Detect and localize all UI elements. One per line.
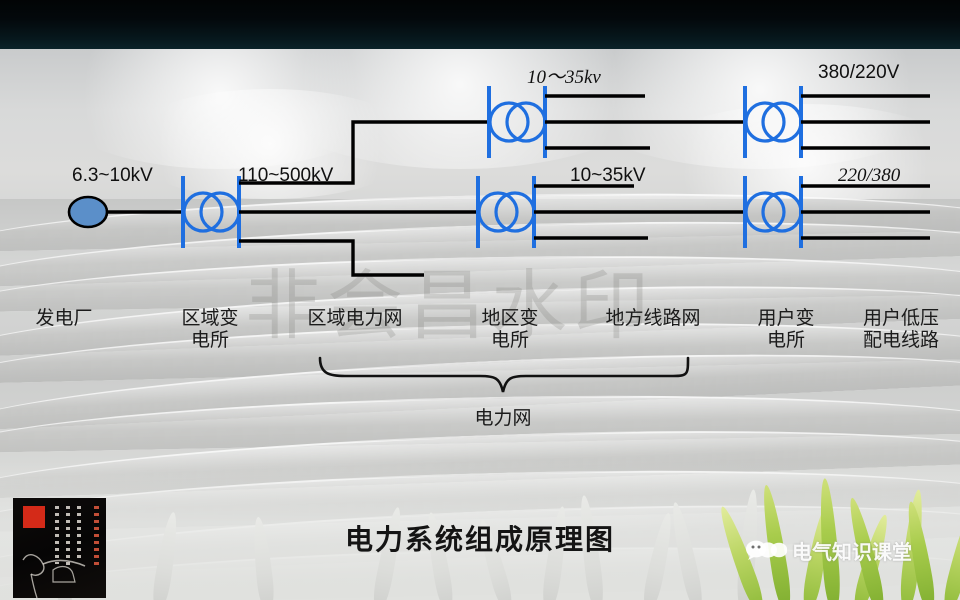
wechat-watermark: 电气知识课堂: [745, 536, 912, 565]
regional-upper-line: [239, 120, 489, 185]
brush-strokes-icon: [22, 554, 86, 598]
consumer-substation-transformer-upper: [743, 84, 803, 160]
node-label-power-plant: 发电厂: [35, 308, 93, 329]
node-label-line1: 地区变: [481, 308, 539, 329]
voltage-label-district-lower: 10~35kV: [570, 165, 646, 186]
node-label-line2: 电所: [490, 330, 529, 352]
wechat-account-name: 电气知识课堂: [792, 542, 912, 564]
node-label-line1: 区域变: [181, 308, 239, 329]
regional-grid-lines: [239, 120, 489, 277]
regional-lower-line: [239, 239, 424, 277]
top-dark-bar: [0, 0, 960, 49]
voltage-label-consumer-lower: 220/380: [838, 165, 901, 186]
node-label-consumer-substation: 用户变电所: [744, 308, 828, 353]
node-label-line1: 用户低压: [862, 308, 939, 329]
generator-branch: [67, 195, 183, 229]
node-label-regional-grid: 区域电力网: [307, 308, 403, 329]
wechat-icon: [746, 540, 787, 560]
regional-substation-transformer: [181, 174, 241, 250]
foreground-foliage: [0, 460, 960, 600]
power-network-brace: [318, 356, 690, 393]
consumer-lower-outputs: [801, 184, 930, 240]
district-upper-outputs: [545, 94, 745, 150]
cloud-shape: [120, 89, 420, 199]
voltage-label-consumer-upper: 380/220V: [818, 62, 900, 83]
district-substation-transformer-lower: [476, 174, 536, 250]
red-seal-icon: [23, 506, 45, 528]
chinese-painting-stamp: [13, 498, 106, 598]
node-label-local-line-network: 地方线路网: [605, 308, 701, 329]
node-label-line2: 配电线路: [862, 330, 939, 352]
node-label-line2: 电所: [766, 330, 805, 352]
voltage-label-district-upper: 10～35kv: [527, 67, 601, 88]
brace-label-power-network: 电力网: [474, 408, 532, 429]
page-title: 电力系统组成原理图: [344, 524, 615, 555]
node-label-line2: 电所: [190, 330, 229, 352]
generator-symbol: [67, 195, 109, 229]
node-label-district-substation: 地区变电所: [468, 308, 552, 353]
district-substation-transformer-upper: [487, 84, 547, 160]
consumer-substation-transformer-lower: [743, 174, 803, 250]
node-label-line1: 用户变: [757, 308, 815, 329]
voltage-label-generator: 6.3~10kV: [72, 165, 153, 186]
node-label-regional-substation: 区域变电所: [168, 308, 252, 353]
voltage-label-regional-bus: 110~500kV: [238, 165, 334, 186]
district-lower-outputs: [534, 184, 745, 240]
consumer-upper-outputs: [801, 94, 930, 150]
node-label-consumer-lv-line: 用户低压配电线路: [846, 308, 956, 353]
